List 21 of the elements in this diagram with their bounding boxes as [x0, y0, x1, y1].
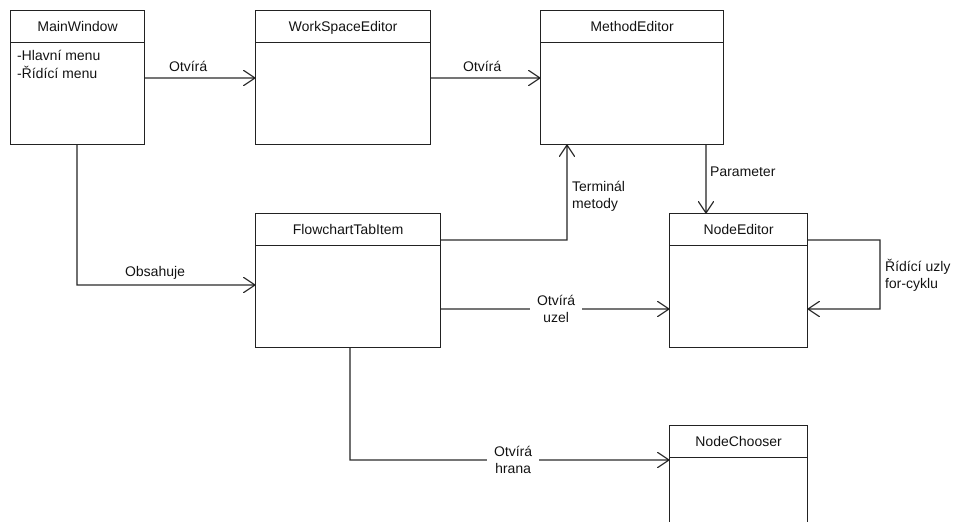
- arrow: [807, 239, 881, 318]
- class-box: [10, 10, 145, 145]
- arrow: [431, 69, 541, 87]
- class-name: MainWindow: [36, 17, 119, 36]
- class-name: NodeChooser: [694, 432, 783, 451]
- class-box: [669, 213, 808, 348]
- class-name: WorkSpaceEditor: [288, 17, 398, 36]
- edge-label: Obsahuje: [124, 263, 186, 280]
- class-box: [669, 425, 808, 522]
- class-name: MethodEditor: [589, 17, 675, 36]
- class-box: [540, 10, 724, 145]
- class-box: [255, 10, 431, 145]
- arrow: [697, 145, 715, 214]
- attribute-text: -Řídící menu: [17, 65, 98, 81]
- class-name: NodeEditor: [702, 220, 775, 239]
- arrow: [76, 145, 256, 294]
- class-box: [255, 213, 441, 348]
- attribute-text: -Hlavní menu: [17, 47, 100, 63]
- arrow: [441, 144, 576, 241]
- arrow: [145, 69, 256, 87]
- class-name: FlowchartTabItem: [292, 220, 404, 239]
